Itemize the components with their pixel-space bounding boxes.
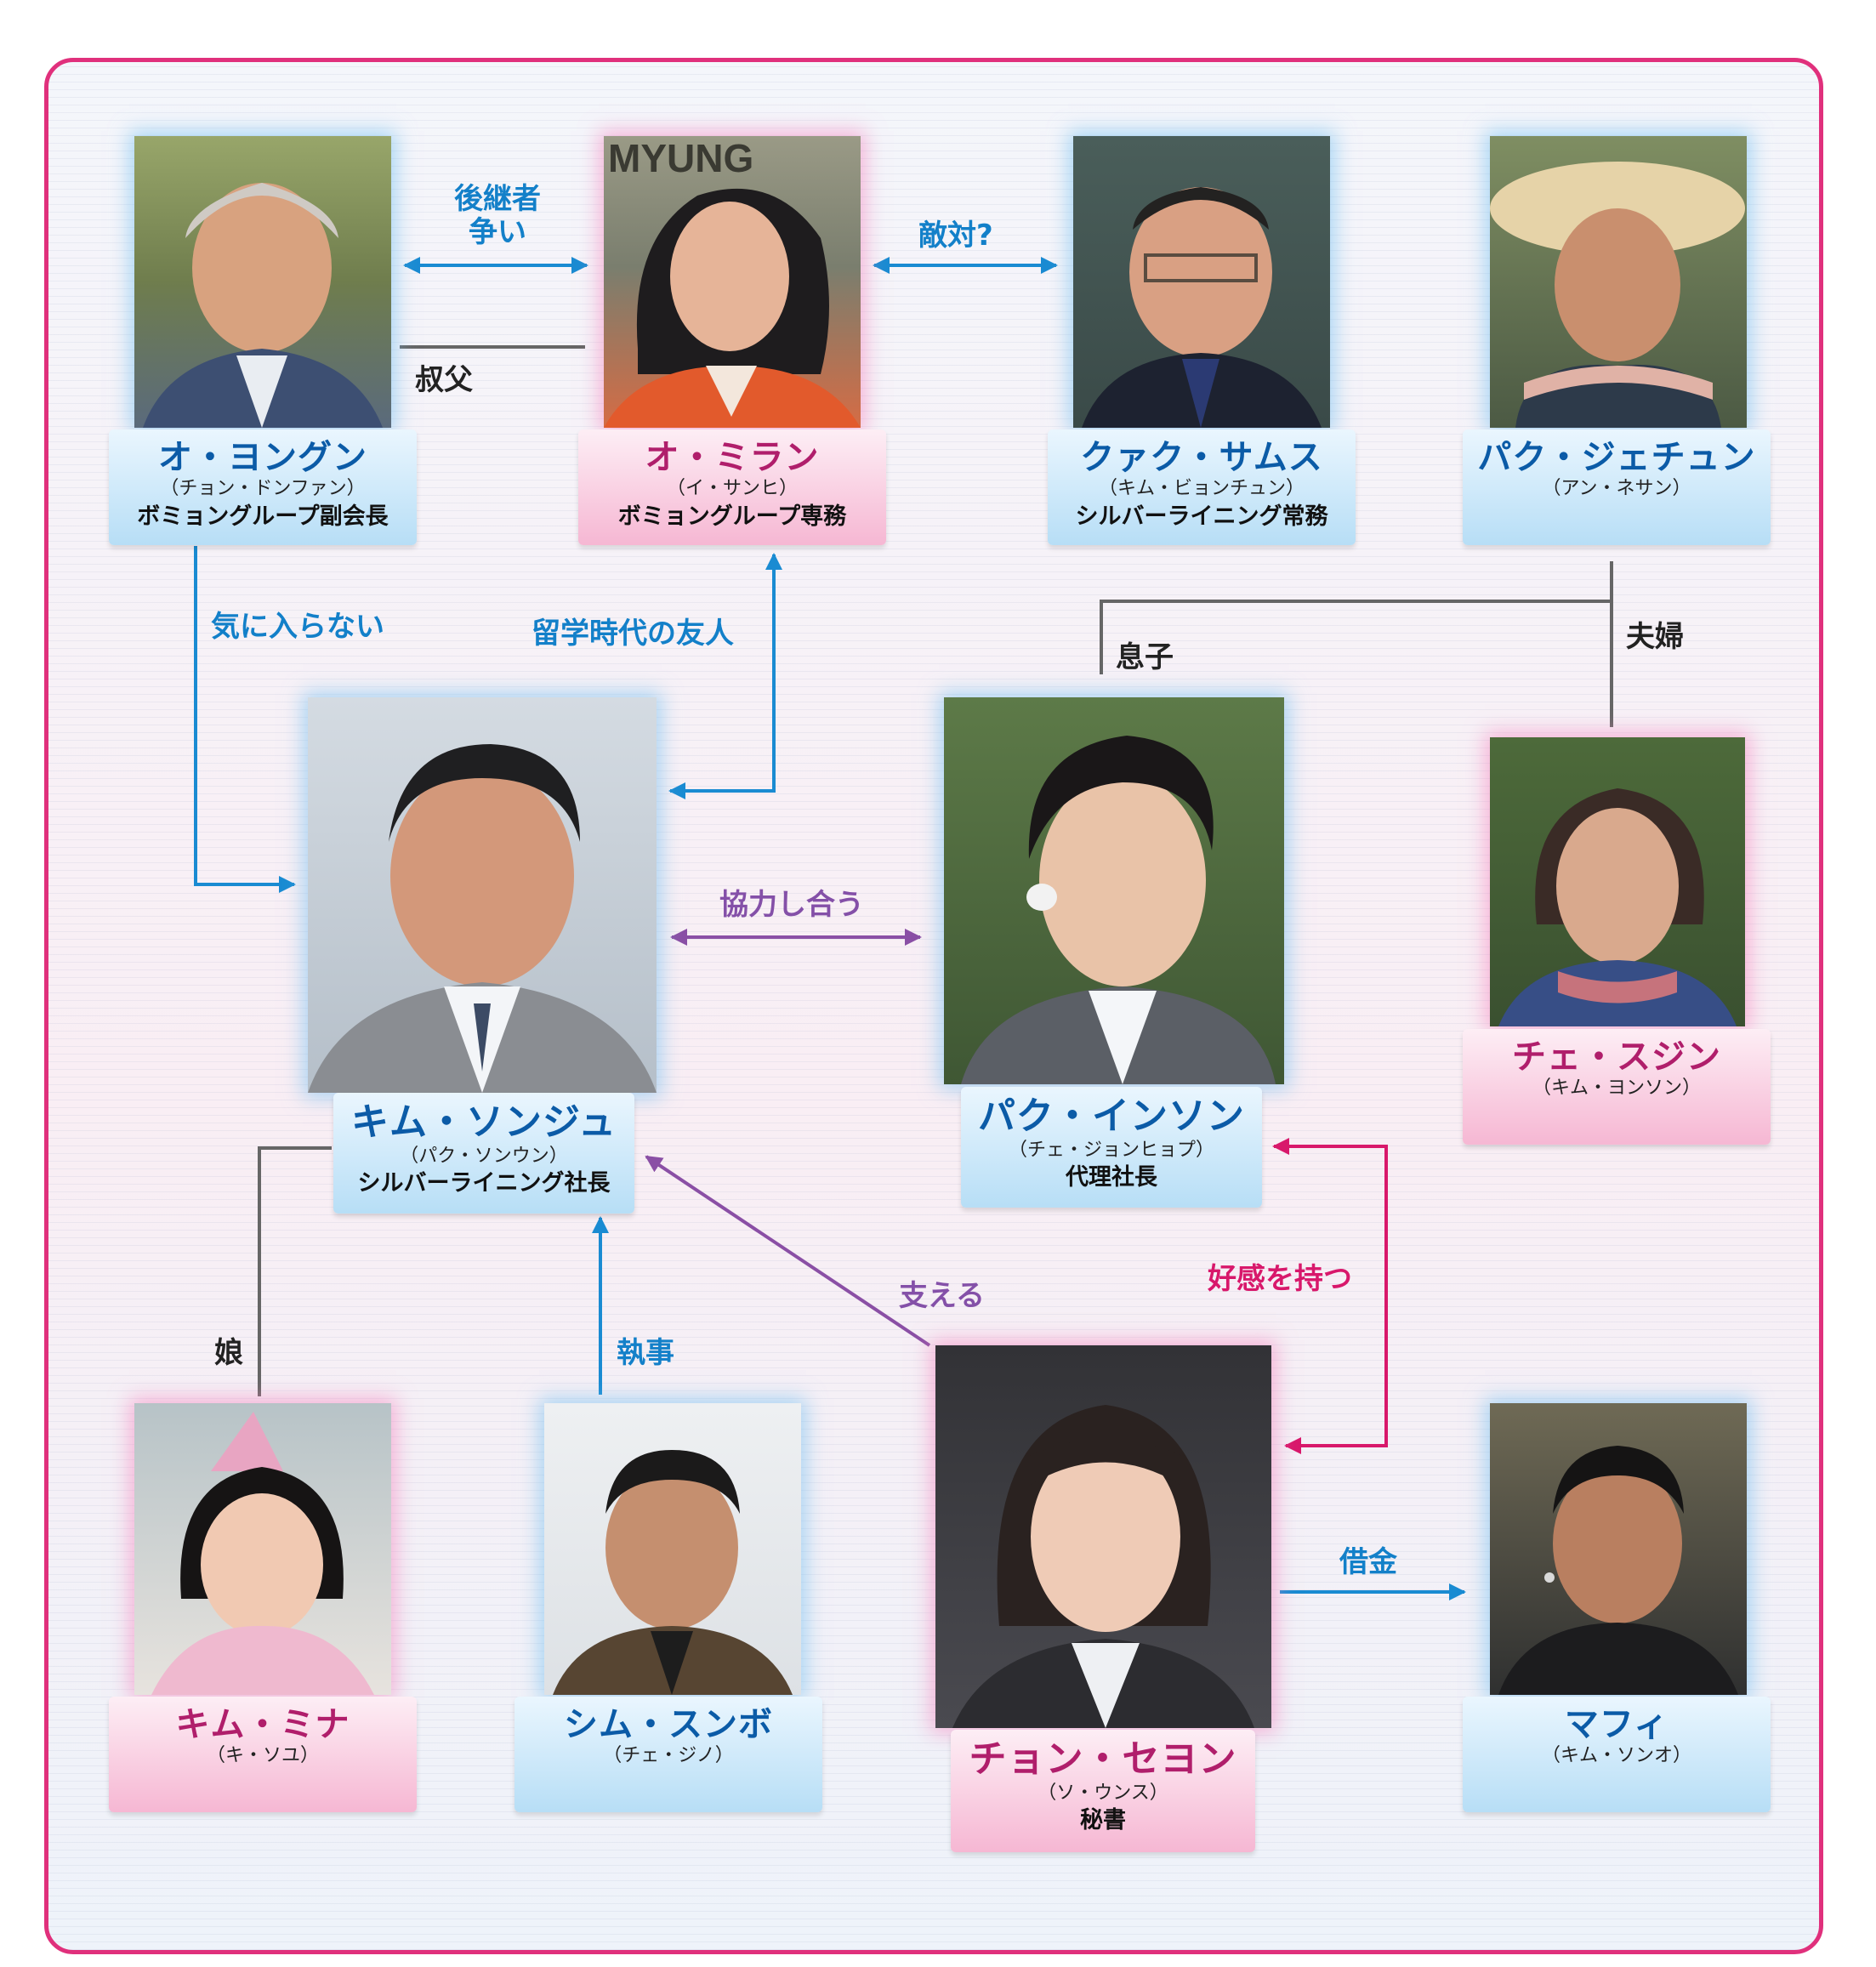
relation-couple: 夫婦 [1626, 620, 1684, 654]
label-mafia: マフィ （キム・ソンオ） [1463, 1697, 1771, 1812]
portrait-sim-sunbo [544, 1403, 801, 1695]
actor-choi-sujin: （キム・ヨンソン） [1532, 1077, 1701, 1099]
label-kim-sungju: キム・ソンジュ （パク・ソンウン） シルバーライニング社長 [333, 1093, 634, 1214]
name-choi-sujin: チェ・スジン [1512, 1038, 1721, 1077]
name-kwak-samsu: クァク・サムス [1080, 438, 1323, 477]
name-oh-yong-gun: オ・ヨングン [158, 438, 367, 477]
actor-park-jaechun: （アン・ネサン） [1542, 478, 1691, 499]
name-sim-sunbo: シム・スンボ [564, 1705, 773, 1744]
portrait-kim-mina [134, 1403, 391, 1695]
name-kim-mina: キム・ミナ [175, 1705, 350, 1744]
relation-study-friend: 留学時代の友人 [532, 617, 734, 651]
portrait-oh-miran: MYUNG [604, 136, 861, 428]
portrait-kim-sungju [308, 697, 657, 1093]
name-park-inson: パク・インソン [977, 1094, 1246, 1138]
label-choi-sujin: チェ・スジン （キム・ヨンソン） [1463, 1029, 1771, 1145]
relation-dislike: 気に入らない [211, 610, 384, 644]
role-kwak-samsu: シルバーライニング常務 [1075, 503, 1328, 530]
portrait-mafia [1490, 1403, 1747, 1695]
actor-sim-sunbo: （チェ・ジノ） [603, 1745, 734, 1766]
role-kim-sungju: シルバーライニング社長 [357, 1170, 611, 1197]
relation-succession: 後継者 争い [454, 182, 541, 250]
son-couple-line [1100, 600, 1612, 674]
name-mafia: マフィ [1564, 1705, 1669, 1744]
label-jeon-seyeon: チョン・セヨン （ソ・ウンス） 秘書 [951, 1730, 1255, 1852]
relation-cooperate: 協力し合う [719, 888, 864, 922]
support-arrow [645, 1155, 931, 1347]
role-oh-yong-gun: ボミョングループ副会長 [137, 503, 389, 530]
actor-park-inson: （チェ・ジョンヒョプ） [1008, 1139, 1214, 1161]
label-oh-miran: オ・ミラン （イ・サンヒ） ボミョングループ専務 [578, 429, 886, 545]
relation-debt: 借金 [1339, 1545, 1397, 1579]
portrait-jeon-seyeon [935, 1345, 1271, 1728]
portrait-kwak-samsu [1073, 136, 1330, 428]
actor-kim-mina: （キ・ソユ） [206, 1745, 319, 1766]
actor-mafia: （キム・ソンオ） [1541, 1745, 1691, 1766]
actor-kim-sungju: （パク・ソンウン） [400, 1145, 568, 1167]
relation-crush: 好感を持つ [1208, 1262, 1352, 1296]
daughter-line [258, 1146, 332, 1396]
relation-butler: 執事 [617, 1336, 674, 1370]
study-friend-arrow [668, 553, 782, 799]
portrait-oh-yong-gun [134, 136, 391, 428]
label-park-jaechun: パク・ジェチュン （アン・ネサン） [1463, 429, 1771, 545]
portrait-park-inson [944, 697, 1284, 1084]
role-oh-miran: ボミョングループ専務 [617, 503, 847, 530]
relation-support: 支える [899, 1279, 985, 1313]
relation-uncle: 叔父 [415, 363, 473, 397]
name-oh-miran: オ・ミラン [645, 438, 820, 477]
relation-son: 息子 [1116, 640, 1174, 674]
label-park-inson: パク・インソン （チェ・ジョンヒョプ） 代理社長 [961, 1087, 1262, 1208]
relation-daughter: 娘 [214, 1336, 243, 1370]
role-park-inson: 代理社長 [1066, 1164, 1157, 1191]
portrait-park-jaechun [1490, 136, 1747, 428]
relation-hostile: 敵対? [918, 219, 993, 253]
actor-oh-yong-gun: （チョン・ドンファン） [160, 478, 366, 499]
label-sim-sunbo: シム・スンボ （チェ・ジノ） [514, 1697, 822, 1812]
role-jeon-seyeon: 秘書 [1080, 1807, 1126, 1834]
actor-kwak-samsu: （キム・ビョンチュン） [1098, 478, 1305, 499]
portrait-choi-sujin [1490, 737, 1745, 1026]
actor-oh-miran: （イ・サンヒ） [666, 478, 798, 499]
label-kim-mina: キム・ミナ （キ・ソユ） [109, 1697, 417, 1812]
name-jeon-seyeon: チョン・セヨン [969, 1737, 1237, 1781]
name-park-jaechun: パク・ジェチュン [1477, 438, 1756, 477]
actor-jeon-seyeon: （ソ・ウンス） [1037, 1782, 1168, 1804]
label-oh-yong-gun: オ・ヨングン （チョン・ドンファン） ボミョングループ副会長 [109, 429, 417, 545]
name-kim-sungju: キム・ソンジュ [351, 1100, 617, 1144]
label-kwak-samsu: クァク・サムス （キム・ビョンチュン） シルバーライニング常務 [1048, 429, 1356, 545]
crush-arrow [1272, 1138, 1388, 1454]
miran-photo-sign: MYUNG [608, 136, 753, 180]
dislike-arrow [194, 546, 296, 893]
